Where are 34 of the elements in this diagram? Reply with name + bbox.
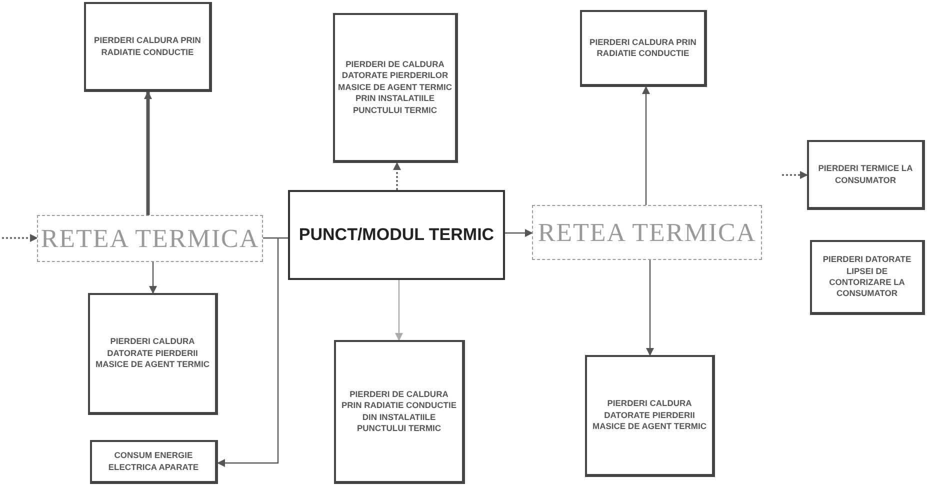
process-box: [585, 355, 715, 477]
node-text: PIERDERI CALDURA PRIN RADIATIE CONDUCTIE: [93, 35, 202, 58]
connector-arrow: [217, 238, 279, 467]
connector-arrow: [395, 280, 403, 341]
connector-arrow: [393, 162, 401, 190]
node-text: PIERDERI CALDURA DATORATE PIERDERII MASICE DE AGENT TERMIC: [94, 336, 210, 371]
connector-arrow: [642, 86, 650, 205]
process-box: [88, 293, 218, 415]
node-text: RETEA TERMICA: [538, 218, 756, 248]
node-text: PIERDERI TERMICE LA CONSUMATOR: [817, 163, 914, 186]
network-box: [37, 215, 263, 262]
connector-arrow: [144, 91, 152, 215]
connector-arrow: [646, 260, 654, 356]
node-text: PUNCT/MODUL TERMIC: [298, 224, 494, 246]
process-box: [334, 340, 465, 484]
node-text: PIERDERI DE CALDURA PRIN RADIATIE CONDUCTIE DIN INSTALATIILE PUNCTULUI TERMIC: [340, 388, 458, 434]
node-text: PIERDERI DE CALDURA DATORATE PIERDERILOR MASICE DE AGENT TERMIC PRIN INSTALATIILE PUNCTULUI TERMIC: [338, 58, 452, 116]
connector-arrow: [149, 262, 157, 294]
node-text: PIERDERI CALDURA PRIN RADIATIE CONDUCTIE: [588, 36, 698, 60]
process-box: [84, 2, 212, 92]
process-box: [807, 140, 925, 210]
process-box: [810, 240, 925, 315]
main-box: [288, 190, 505, 280]
node-text: PIERDERI DATORATE LIPSEI DE CONTORIZARE LA CONSUMATOR: [822, 254, 912, 300]
process-box: [580, 10, 707, 87]
connector-arrow: [2, 234, 38, 242]
process-box: [333, 13, 458, 163]
network-box: [532, 205, 762, 260]
process-box: [90, 440, 218, 484]
connector-arrow: [505, 229, 533, 237]
node-text: PIERDERI CALDURA DATORATE PIERDERII MASICE DE AGENT TERMIC: [592, 398, 708, 433]
connector-arrow: [782, 171, 808, 179]
node-text: RETEA TERMICA: [40, 224, 260, 254]
node-text: CONSUM ENERGIE ELECTRICA APARATE: [107, 450, 200, 473]
